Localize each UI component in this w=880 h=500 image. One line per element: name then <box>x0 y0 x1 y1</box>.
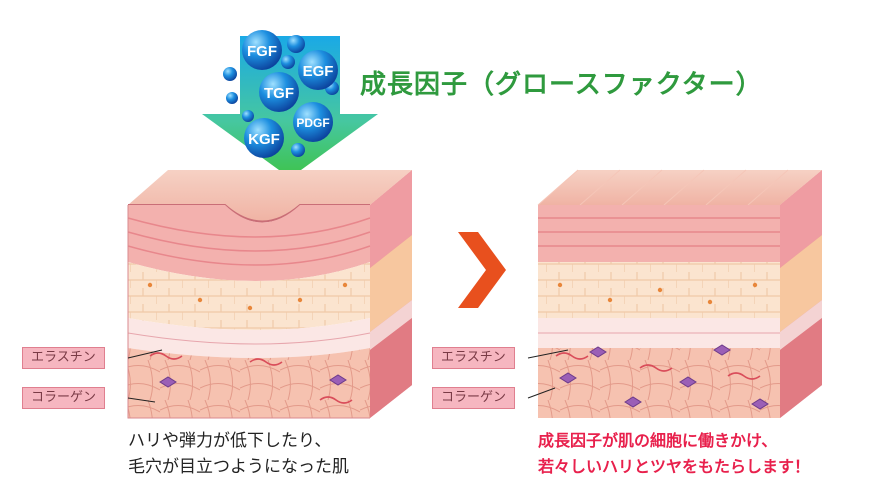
caption-after-line1: 成長因子が肌の細胞に働きかけ、 <box>538 431 778 450</box>
svg-text:FGF: FGF <box>247 43 277 60</box>
bubble-egf: EGF <box>298 50 338 90</box>
label-elastin-right: エラスチン <box>432 347 515 369</box>
caption-after-line2: 若々しいハリとツヤをもたらします！ <box>538 457 811 476</box>
svg-text:EGF: EGF <box>303 63 334 80</box>
bubble-tgf: TGF <box>259 72 299 112</box>
bubble-fgf: FGF <box>242 30 282 70</box>
label-elastin-left: エラスチン <box>22 347 105 369</box>
svg-text:TGF: TGF <box>264 85 294 102</box>
caption-after: 成長因子が肌の細胞に働きかけ、 若々しいハリとツヤをもたらします！ <box>538 428 810 480</box>
page-title: 成長因子（グロースファクター） <box>360 70 763 100</box>
bubble-kgf: KGF <box>244 118 284 158</box>
skin-block-after <box>537 169 822 418</box>
caption-before-line1: ハリや弾力が低下したり、 <box>128 431 332 451</box>
svg-text:KGF: KGF <box>248 131 280 148</box>
bubble-pdgf: PDGF <box>293 102 333 142</box>
chevron-right-icon <box>458 232 506 308</box>
label-collagen-left: コラーゲン <box>22 387 106 409</box>
svg-text:PDGF: PDGF <box>296 116 329 130</box>
caption-before-line2: 毛穴が目立つようになった肌 <box>128 457 349 477</box>
leader-lines <box>127 349 569 403</box>
caption-before: ハリや弾力が低下したり、 毛穴が目立つようになった肌 <box>128 428 349 480</box>
label-collagen-right: コラーゲン <box>432 387 516 409</box>
growth-factor-bubbles: FGF EGF TGF PDGF KGF <box>223 30 339 158</box>
skin-block-before <box>127 170 412 419</box>
